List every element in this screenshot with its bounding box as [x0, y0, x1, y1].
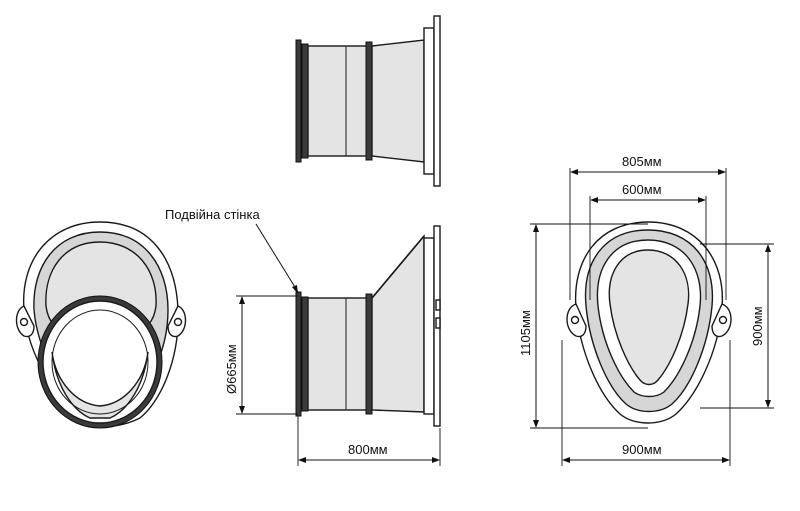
bottom-width-label: 900мм	[622, 442, 662, 457]
outer-width-dimension: 805мм	[569, 154, 727, 300]
total-height-dimension: 1105мм	[518, 223, 648, 429]
front-view	[566, 221, 732, 424]
outer-width-label: 805мм	[622, 154, 662, 169]
right-height-label: 900мм	[750, 306, 765, 346]
top-side-view	[295, 15, 441, 187]
side-view	[295, 225, 441, 427]
double-wall-callout: Подвійна стінка	[165, 207, 299, 294]
inner-width-dimension: 600мм	[589, 182, 707, 300]
total-height-label: 1105мм	[518, 310, 533, 356]
diameter-label: Ø665мм	[224, 344, 239, 394]
length-dimension: 800мм	[297, 416, 441, 466]
right-height-dimension: 900мм	[700, 243, 774, 409]
double-wall-label: Подвійна стінка	[165, 207, 260, 222]
length-label: 800мм	[348, 442, 388, 457]
perspective-view	[15, 221, 187, 429]
inner-width-label: 600мм	[622, 182, 662, 197]
diameter-dimension: Ø665мм	[224, 295, 298, 415]
bottom-width-dimension: 900мм	[561, 340, 731, 466]
